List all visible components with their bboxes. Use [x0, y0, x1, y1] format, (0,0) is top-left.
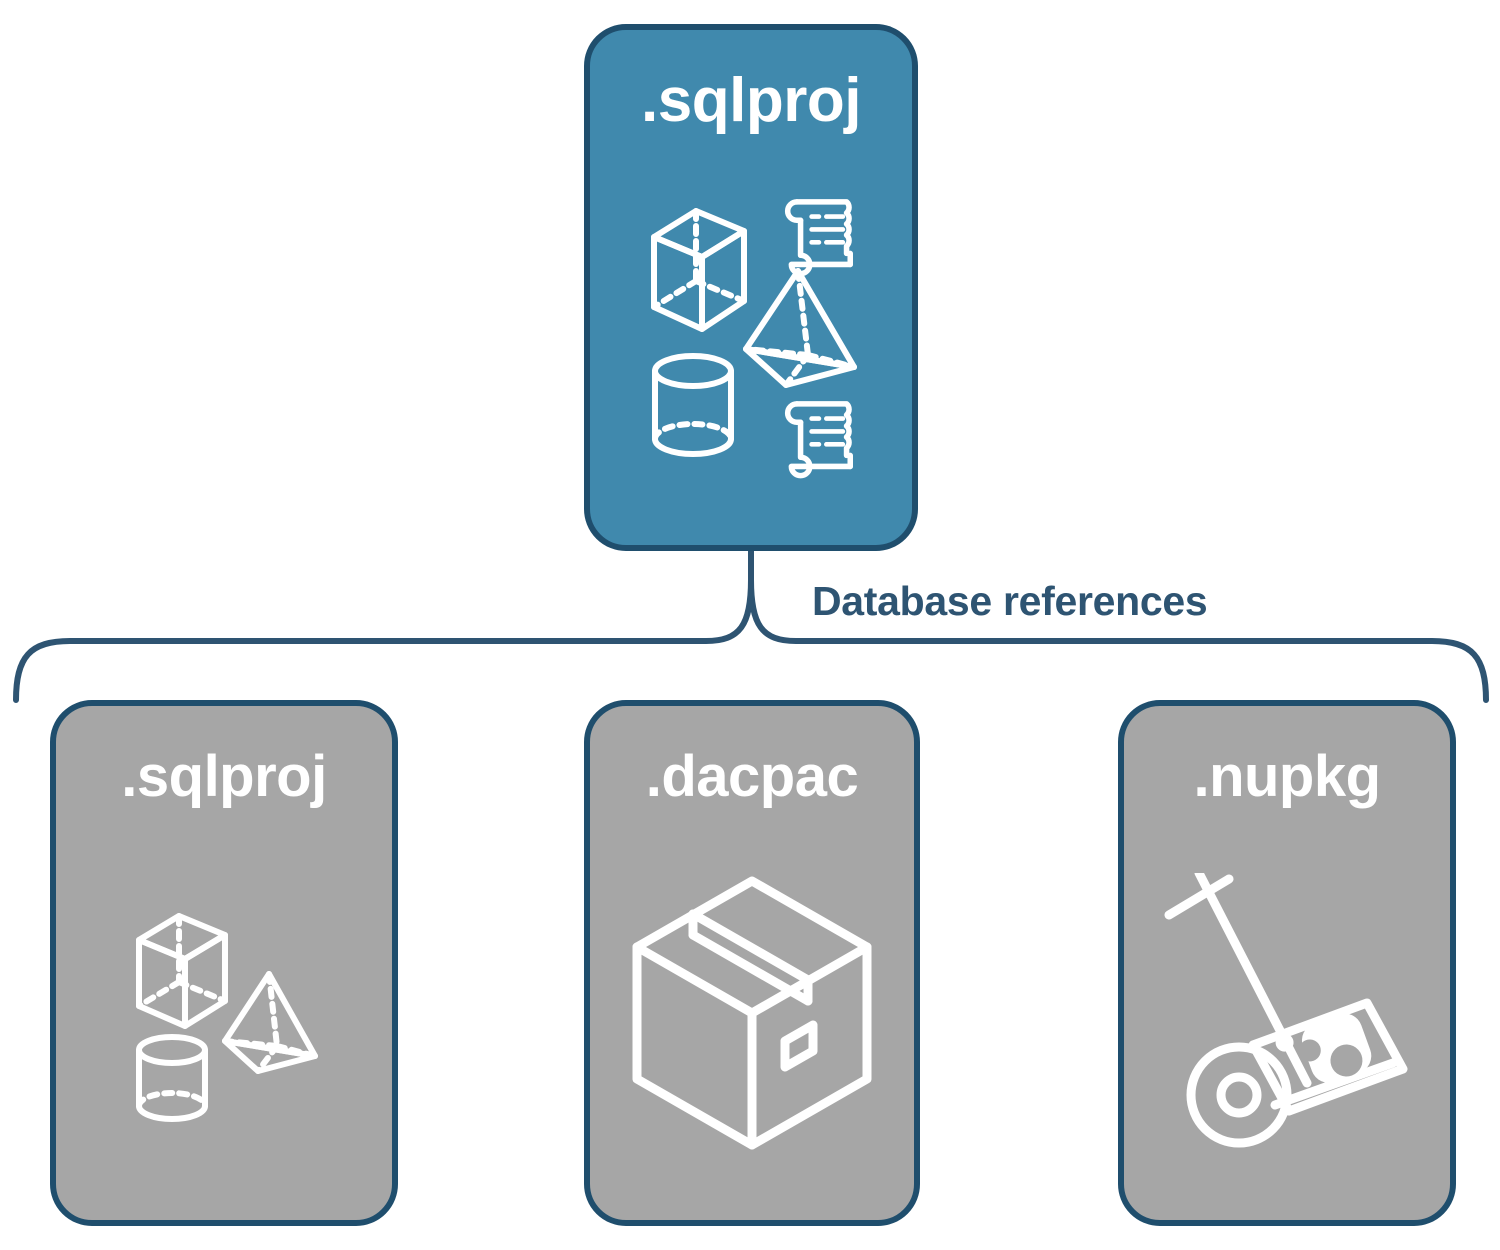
node-sqlproj-primary-icons: [590, 132, 912, 545]
connector-left-arm: [13, 577, 754, 703]
scroll-icon-top: [784, 198, 854, 276]
pyramid-icon: [222, 971, 318, 1074]
node-sqlproj-reference-icons: [56, 806, 392, 1220]
node-sqlproj-primary-title: .sqlproj: [641, 66, 861, 135]
shapes-icon-group: [136, 913, 318, 1122]
cylinder-icon: [136, 1034, 208, 1122]
node-sqlproj-primary[interactable]: .sqlproj: [584, 24, 918, 551]
scroll-icon-bottom: [784, 400, 854, 478]
node-dacpac-reference-title: .dacpac: [645, 744, 859, 809]
hand-truck-package-icon: [1164, 873, 1408, 1148]
connector-label: Database references: [812, 578, 1208, 624]
shapes-and-scripts-icon-group: [651, 198, 857, 478]
pyramid-icon: [743, 267, 857, 388]
node-sqlproj-reference[interactable]: .sqlproj: [50, 700, 398, 1226]
cylinder-icon: [652, 352, 734, 457]
node-nupkg-reference-icons: [1124, 806, 1450, 1220]
node-nupkg-reference-title: .nupkg: [1193, 744, 1381, 809]
package-box-icon: [632, 876, 872, 1150]
node-nupkg-reference[interactable]: .nupkg: [1118, 700, 1456, 1226]
cube-icon: [651, 207, 747, 332]
node-dacpac-reference-icons: [590, 806, 914, 1220]
cube-icon: [136, 913, 228, 1029]
node-dacpac-reference[interactable]: .dacpac: [584, 700, 920, 1226]
node-sqlproj-reference-title: .sqlproj: [121, 744, 327, 809]
